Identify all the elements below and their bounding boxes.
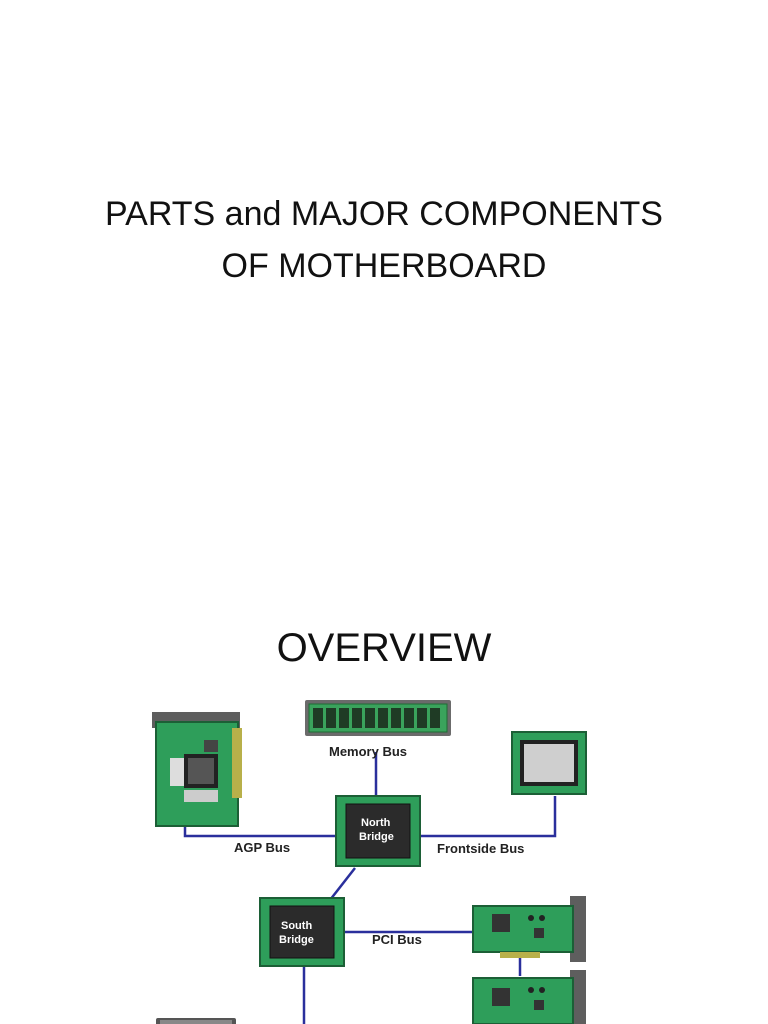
slide-title-line-1: PARTS and MAJOR COMPONENTS [105, 195, 663, 233]
south-bridge-label-2: Bridge [279, 934, 314, 946]
storage-device [156, 1018, 236, 1024]
agp-bus-line [183, 826, 336, 838]
north-bridge-label-2: Bridge [359, 831, 394, 843]
cpu-chip [511, 731, 587, 795]
north-bridge-chip [335, 795, 421, 867]
frontside-bus-line [416, 796, 557, 838]
north-bridge-label-1: North [361, 817, 391, 829]
memory-module [305, 700, 451, 736]
pci-card-1 [472, 896, 586, 962]
frontside-bus-label: Frontside Bus [437, 841, 524, 856]
south-bridge-label-1: South [281, 920, 312, 932]
agp-bus-label: AGP Bus [234, 840, 290, 855]
slide-title: PARTS and MAJOR COMPONENTS OF MOTHERBOAR… [0, 188, 768, 292]
overview-heading: OVERVIEW [276, 626, 492, 670]
memory-bus-label: Memory Bus [329, 744, 407, 759]
pci-card-2 [472, 970, 586, 1024]
agp-card [152, 712, 242, 827]
pci-bus-label: PCI Bus [372, 932, 422, 947]
north-south-bus-line [329, 867, 356, 901]
slide-title-line-2: OF MOTHERBOARD [221, 247, 547, 285]
motherboard-diagram: Memory Bus AGP Bus Frontside Bus North B… [152, 700, 587, 1024]
south-bridge-chip [259, 897, 345, 967]
